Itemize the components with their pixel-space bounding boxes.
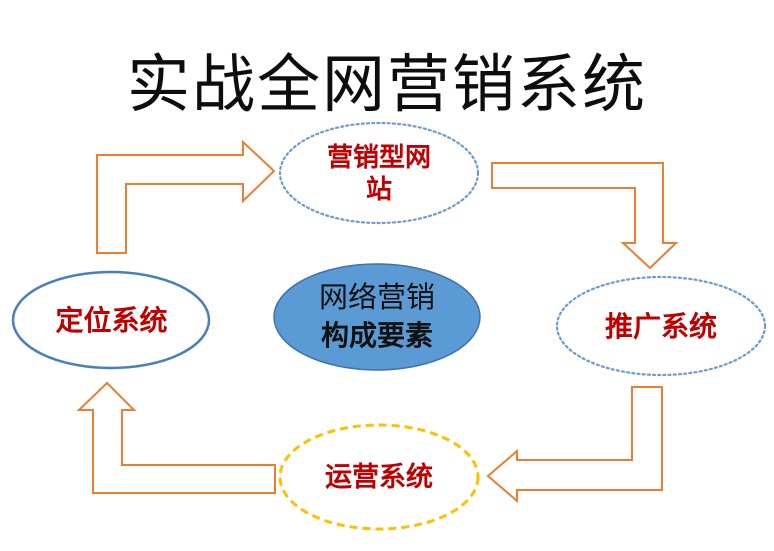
node-promotion-label: 推广系统: [557, 277, 765, 375]
node-promotion-ellipse: [555, 275, 767, 377]
node-positioning-label-text: 定位系统: [55, 305, 168, 336]
node-positioning-ellipse: [11, 270, 211, 370]
arrow-website-to-promotion-icon: [491, 162, 679, 270]
center-label-line2: 构成要素: [320, 319, 433, 351]
node-website-label: 营销型网站: [280, 123, 478, 223]
arrow-positioning-to-website-icon: [96, 139, 276, 254]
node-promotion-label-text: 推广系统: [604, 310, 717, 342]
node-website-label-text: 营销型网站: [326, 141, 431, 205]
node-operation-ellipse: [278, 423, 480, 531]
node-website-ellipse: [278, 121, 480, 225]
node-positioning-label: 定位系统: [13, 273, 210, 368]
center-label-line1: 网络营销: [318, 281, 435, 314]
node-operation-label: 运营系统: [280, 425, 478, 530]
page-title: 实战全网营销系统: [127, 50, 647, 120]
center-ellipse: [273, 263, 481, 371]
center-node-label: 网络营销 构成要素: [274, 264, 480, 370]
node-operation-label-text: 运营系统: [325, 461, 433, 492]
arrow-promotion-to-operation-icon: [486, 386, 663, 504]
arrow-operation-to-positioning-icon: [76, 381, 276, 494]
